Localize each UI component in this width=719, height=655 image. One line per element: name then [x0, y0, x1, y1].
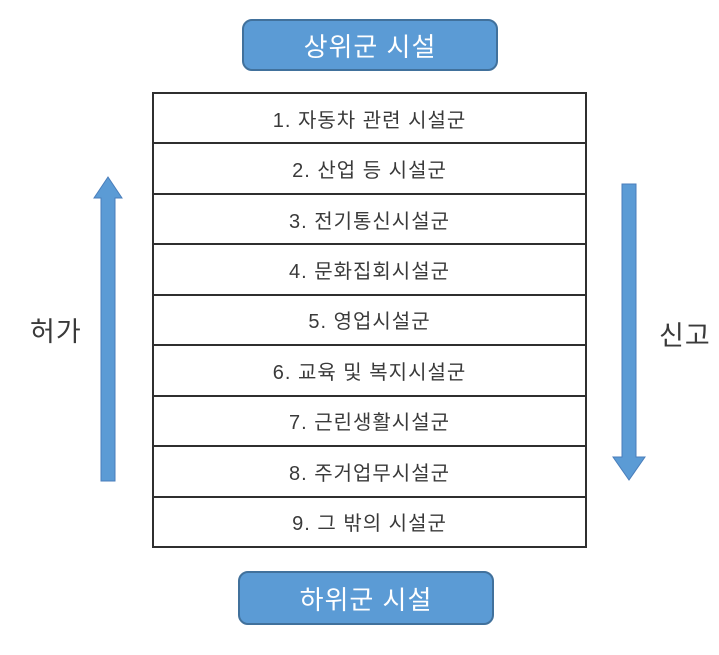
table-row-label: 6. 교육 및 복지시설군: [272, 361, 467, 384]
table-row: 6. 교육 및 복지시설군: [154, 346, 585, 397]
table-row: 3. 전기통신시설군: [154, 195, 585, 246]
table-row: 9. 그 밖의 시설군: [154, 498, 585, 546]
table-row: 1. 자동차 관련 시설군: [154, 94, 585, 145]
permit-up-arrow-icon: [93, 176, 123, 482]
lower-group-label: 하위군 시설: [299, 584, 433, 615]
upper-group-box: 상위군 시설: [242, 19, 498, 71]
table-row-label: 1. 자동차 관련 시설군: [272, 109, 467, 132]
table-row-label: 3. 전기통신시설군: [288, 210, 451, 233]
table-row-label: 7. 근린생활시설군: [288, 412, 451, 435]
table-row-label: 8. 주거업무시설군: [288, 462, 451, 485]
table-row-label: 4. 문화집회시설군: [288, 261, 451, 284]
table-row: 2. 산업 등 시설군: [154, 144, 585, 195]
table-row: 7. 근린생활시설군: [154, 397, 585, 448]
facility-group-table: 1. 자동차 관련 시설군 2. 산업 등 시설군 3. 전기통신시설군 4. …: [152, 92, 587, 548]
report-down-arrow-icon: [612, 183, 646, 481]
table-row: 8. 주거업무시설군: [154, 447, 585, 498]
lower-group-box: 하위군 시설: [238, 571, 494, 625]
table-row-label: 5. 영업시설군: [308, 311, 431, 334]
table-row: 5. 영업시설군: [154, 296, 585, 347]
table-row: 4. 문화집회시설군: [154, 245, 585, 296]
table-row-label: 2. 산업 등 시설군: [292, 160, 447, 183]
permit-label: 허가: [30, 317, 82, 347]
table-row-label: 9. 그 밖의 시설군: [292, 513, 447, 536]
upper-group-label: 상위군 시설: [303, 31, 437, 62]
report-label: 신고: [659, 321, 711, 351]
